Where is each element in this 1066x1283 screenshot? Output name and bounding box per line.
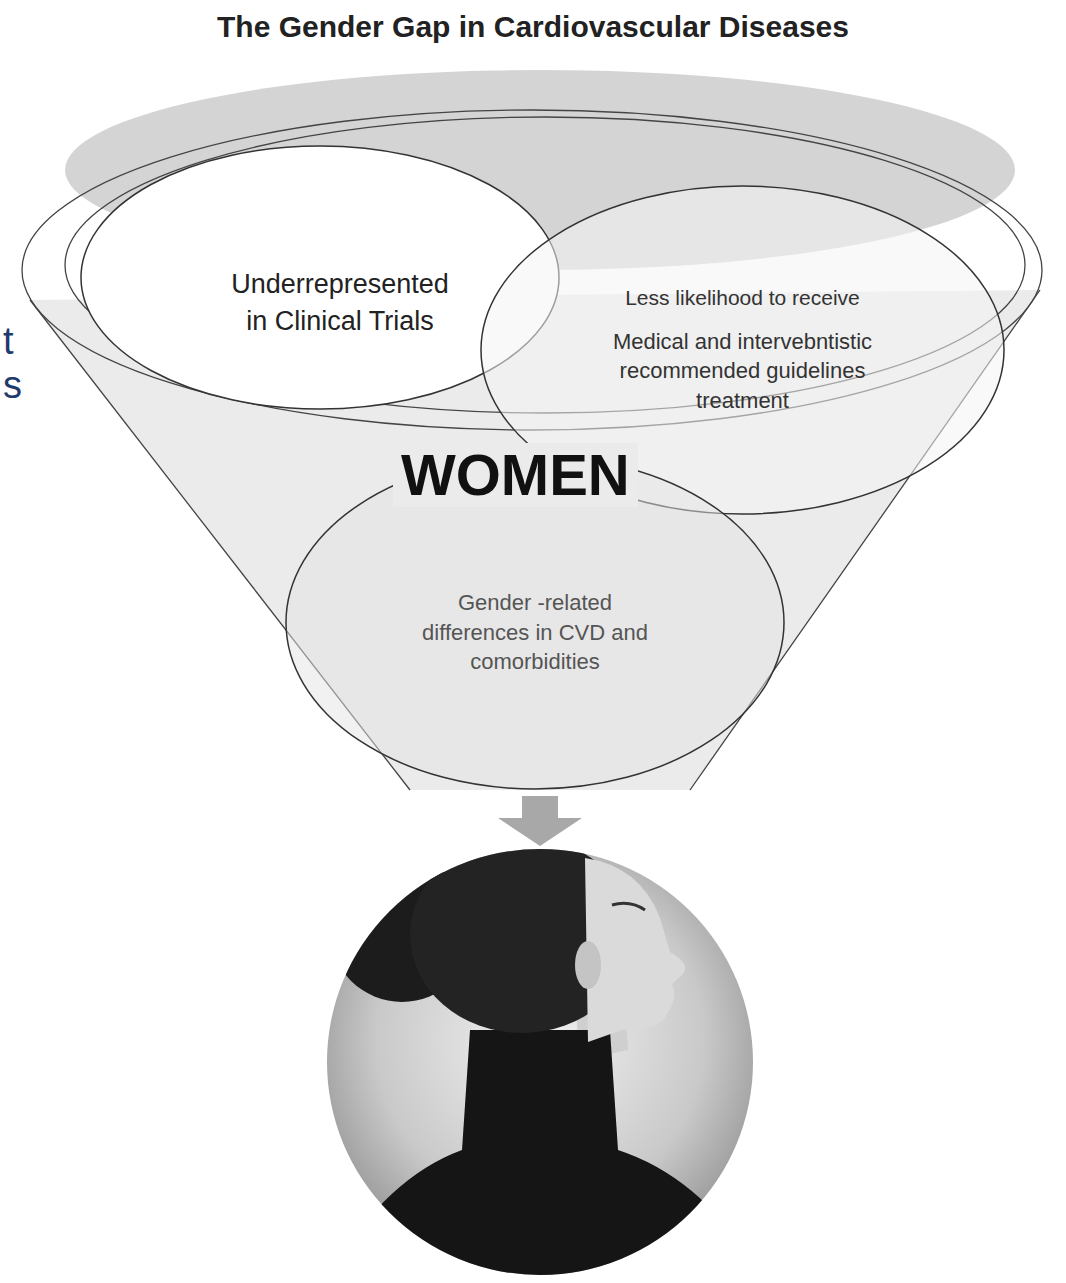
center-word: WOMEN bbox=[393, 443, 638, 507]
node-text: Less likelihood to receive bbox=[625, 284, 860, 312]
funnel: WOMEN Underrepresented in Clinical Trials… bbox=[0, 60, 1066, 800]
node-body-text: Medical and intervebntistic recommended … bbox=[583, 327, 903, 416]
node-text: Underrepresented in Clinical Trials bbox=[225, 266, 455, 339]
diagram-title: The Gender Gap in Cardiovascular Disease… bbox=[0, 10, 1066, 44]
woman-portrait bbox=[320, 837, 770, 1283]
slide-fragment: s bbox=[3, 366, 22, 404]
down-arrow bbox=[498, 796, 582, 846]
node-text: Gender -related differences in CVD and c… bbox=[415, 588, 655, 677]
slide-fragment: t bbox=[3, 322, 14, 360]
